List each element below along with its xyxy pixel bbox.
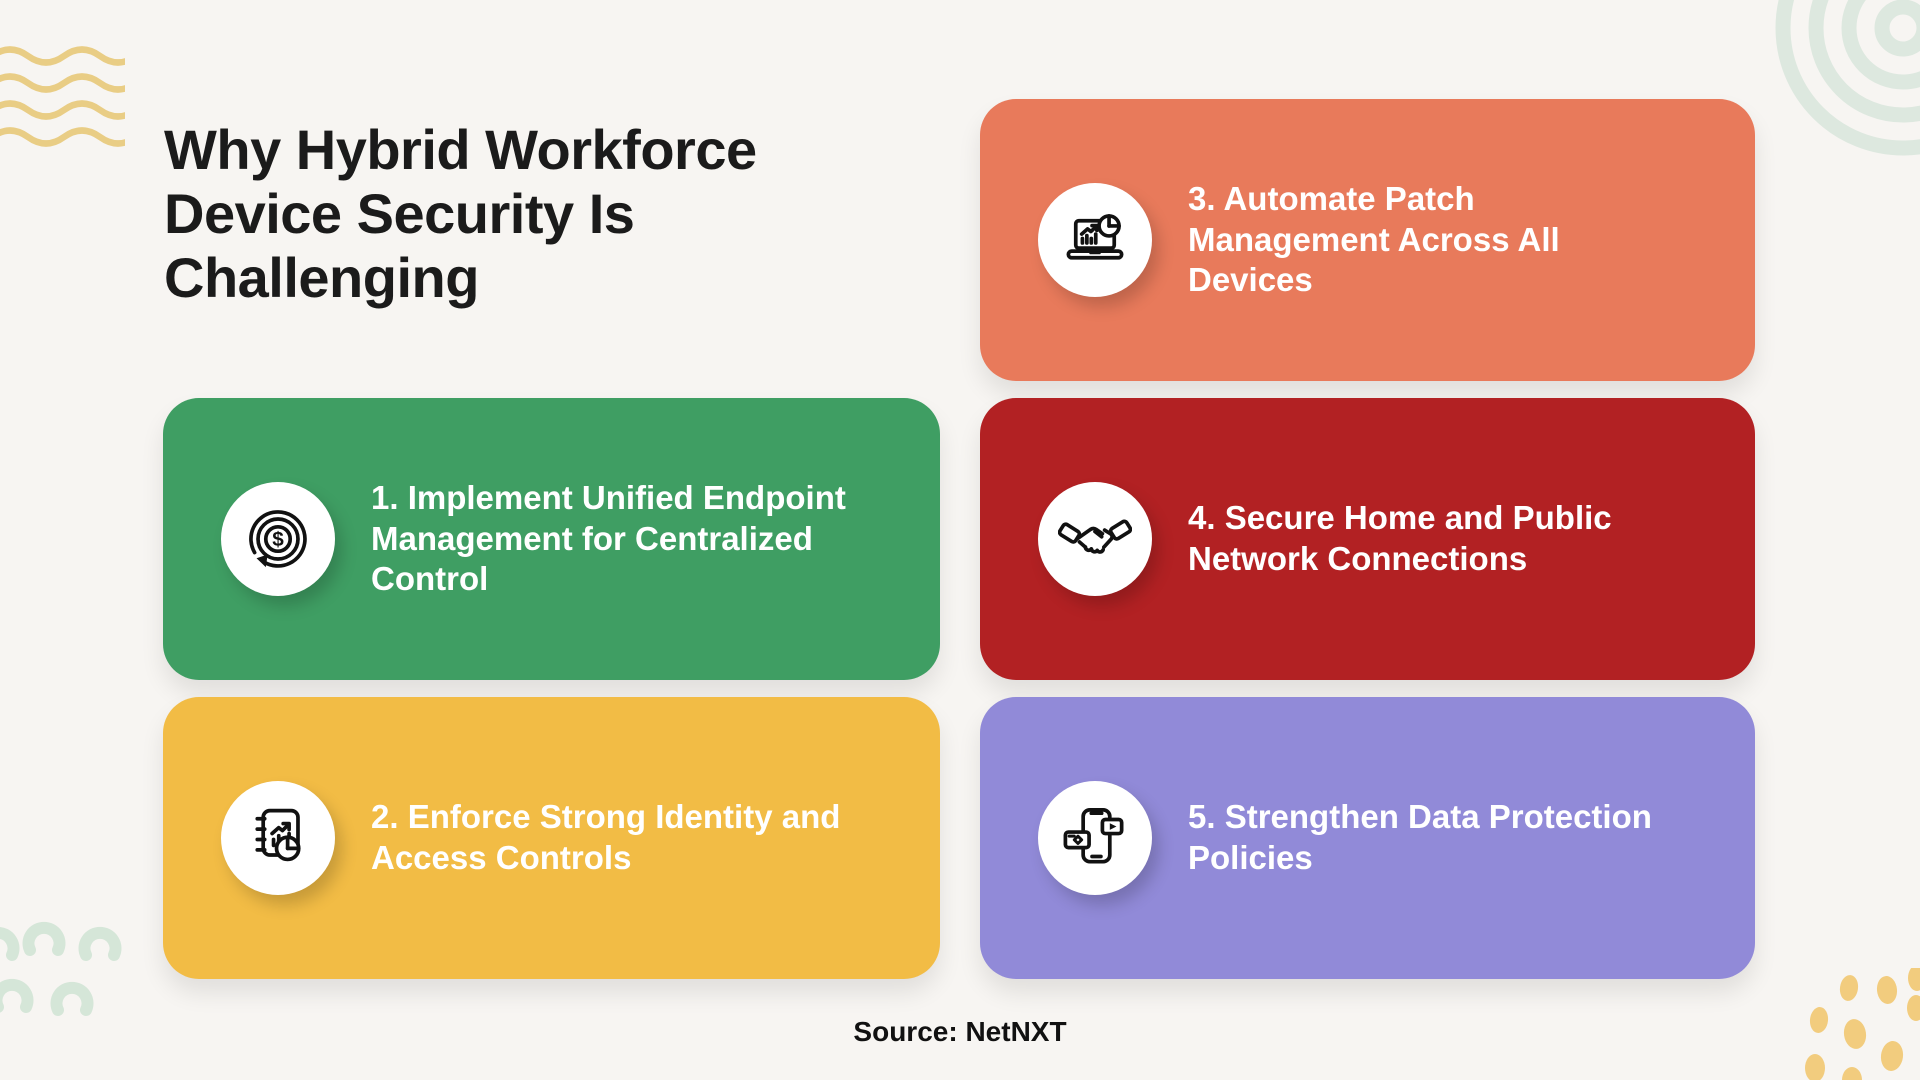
- icon-circle: [1038, 183, 1152, 297]
- card-data-protection-policies: 5. Strengthen Data Protection Policies: [980, 697, 1755, 979]
- laptop-analytics-icon: [1066, 214, 1124, 260]
- report-analytics-icon: [255, 808, 301, 862]
- card-title: 1. Implement Unified Endpoint Management…: [371, 479, 846, 598]
- mobile-payment-icon: [1063, 808, 1124, 864]
- source-attribution: Source: NetNXT: [853, 1016, 1067, 1047]
- money-cycle-icon: $: [249, 510, 307, 568]
- page-title: Why Hybrid Workforce Device Security Is …: [164, 118, 757, 309]
- concentric-rings-decoration: [1775, 0, 1920, 156]
- card-title: 2. Enforce Strong Identity and Access Co…: [371, 798, 841, 876]
- card-secure-network-connections: 4. Secure Home and Public Network Connec…: [980, 398, 1755, 680]
- card-patch-management: 3. Automate Patch Management Across All …: [980, 99, 1755, 381]
- icon-circle: $: [221, 482, 335, 596]
- card-title: 3. Automate Patch Management Across All …: [1188, 180, 1560, 299]
- handshake-icon: [1058, 519, 1132, 554]
- svg-text:$: $: [272, 528, 284, 551]
- card-title: 5. Strengthen Data Protection Policies: [1188, 798, 1652, 876]
- card-unified-endpoint-management: $ 1. Implement Unified Endpoint Manageme…: [163, 398, 940, 680]
- icon-circle: [221, 781, 335, 895]
- wavy-lines-decoration: [0, 46, 125, 147]
- card-identity-access-controls: 2. Enforce Strong Identity and Access Co…: [163, 697, 940, 979]
- right-column: 3. Automate Patch Management Across All …: [980, 99, 1755, 979]
- left-column: $ 1. Implement Unified Endpoint Manageme…: [163, 398, 940, 979]
- card-title: 4. Secure Home and Public Network Connec…: [1188, 499, 1612, 577]
- icon-circle: [1038, 781, 1152, 895]
- arches-decoration: [0, 921, 122, 1016]
- icon-circle: [1038, 482, 1152, 596]
